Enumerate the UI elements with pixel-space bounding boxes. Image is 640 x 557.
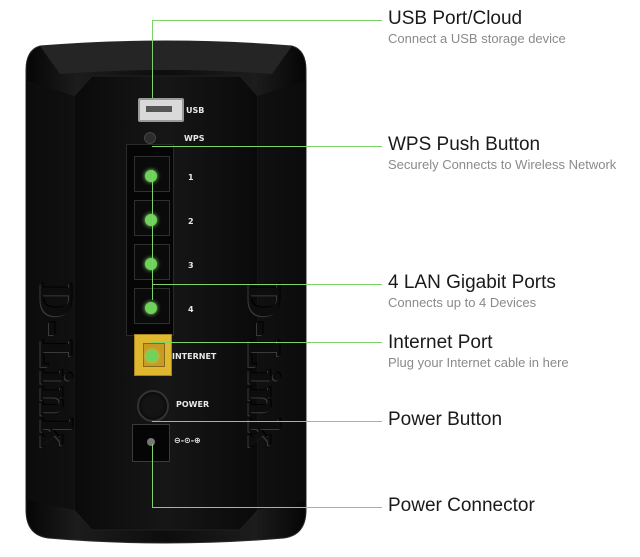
callout-title: Internet Port <box>388 332 493 353</box>
internet-led <box>146 350 158 362</box>
power-button <box>137 390 169 422</box>
lan-led-4 <box>145 302 157 314</box>
lan-label-2: 2 <box>188 217 194 226</box>
lan-led-2 <box>145 214 157 226</box>
leader-line-usb-horizontal <box>152 20 382 21</box>
usb-label: USB <box>186 106 205 115</box>
callout-desc: Connects up to 4 Devices <box>388 295 537 310</box>
leader-line-power-connector-horizontal <box>152 507 382 508</box>
lan-label-4: 4 <box>188 305 194 314</box>
callout-wps: WPS Push Button Securely Connects to Wir… <box>388 134 616 172</box>
usb-port <box>138 98 184 122</box>
leader-line-lan-vertical <box>152 170 153 300</box>
callout-title: Power Button <box>388 409 503 430</box>
callout-desc: Plug your Internet cable in here <box>388 355 569 370</box>
callout-desc: Securely Connects to Wireless Network <box>388 157 617 172</box>
wps-label: WPS <box>184 134 205 143</box>
leader-line-power-button <box>152 421 382 422</box>
leader-line-usb-vertical <box>152 20 153 98</box>
callout-title: 4 LAN Gigabit Ports <box>388 272 556 293</box>
brand-logo-right: D-Link <box>238 281 288 448</box>
callout-title: Power Connector <box>388 495 535 516</box>
leader-line-wps <box>152 146 382 147</box>
lan-label-3: 3 <box>188 261 194 270</box>
callout-power-button: Power Button <box>388 409 502 431</box>
brand-logo-left: D-Link <box>30 281 80 448</box>
leader-line-lan-horizontal <box>152 284 382 285</box>
router-device: USB WPS 1 2 3 4 INTERNET POWER ⊖-⊙-⊕ <box>22 40 310 545</box>
callout-internet: Internet Port Plug your Internet cable i… <box>388 332 569 370</box>
callout-desc: Connect a USB storage device <box>388 31 566 46</box>
lan-led-3 <box>145 258 157 270</box>
callout-power-connector: Power Connector <box>388 495 535 517</box>
wps-button <box>144 132 156 144</box>
callout-title: USB Port/Cloud <box>388 8 523 29</box>
lan-label-1: 1 <box>188 173 194 182</box>
internet-label: INTERNET <box>172 352 217 361</box>
callout-usb: USB Port/Cloud Connect a USB storage dev… <box>388 8 566 46</box>
dc-polarity-label: ⊖-⊙-⊕ <box>174 436 201 445</box>
power-label: POWER <box>176 400 210 409</box>
leader-line-internet <box>152 342 382 343</box>
leader-line-power-connector-vertical <box>152 444 153 508</box>
callout-title: WPS Push Button <box>388 134 541 155</box>
power-connector <box>132 424 170 462</box>
lan-led-1 <box>145 170 157 182</box>
callout-lan: 4 LAN Gigabit Ports Connects up to 4 Dev… <box>388 272 556 310</box>
